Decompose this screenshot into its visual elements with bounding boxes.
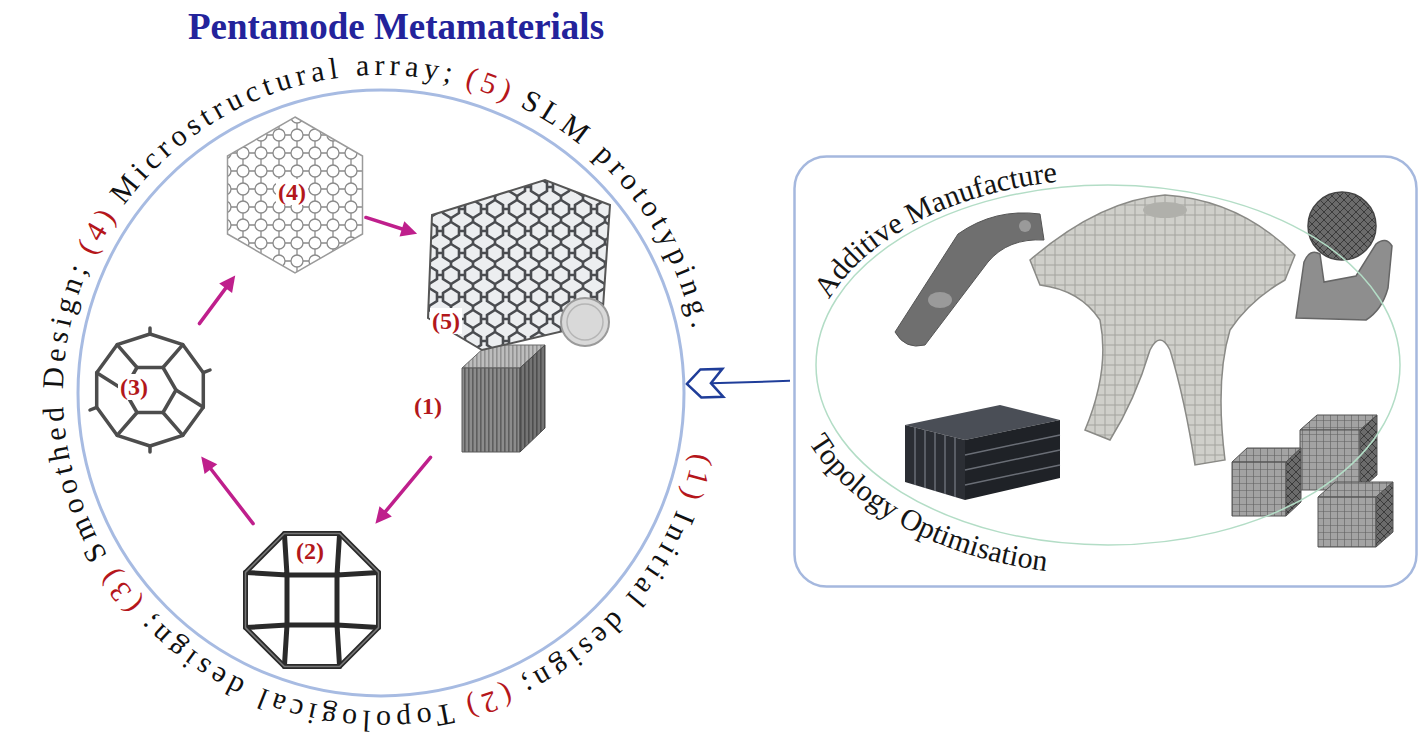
truss-body: [1030, 195, 1295, 465]
design-cycle-ring: (1)Initial design;(2)Topological design;…: [30, 42, 732, 744]
smoothed-design-cell: [90, 328, 210, 452]
cell-outer-strut: [246, 534, 379, 667]
diagram-title: Pentamode Metamaterials: [96, 6, 696, 49]
cell-link-strut: [246, 534, 379, 667]
arrow-head: [201, 456, 217, 474]
array-cells: [227, 117, 363, 273]
design-stage: (5): [420, 178, 612, 352]
coin-rim: [567, 304, 603, 340]
smooth-link-strut: [90, 328, 210, 452]
flow-arrow: [366, 217, 417, 236]
arrow-line: [384, 457, 430, 513]
ring-step-number: (2): [458, 678, 517, 727]
panel-caption-text: Additive Manufacture: [807, 155, 1059, 303]
cell-shading: [246, 534, 379, 667]
heat-sink: [905, 405, 1060, 500]
technology-panel: Additive ManufactureTopology Optimisatio…: [793, 155, 1418, 588]
truss-hub: [1143, 202, 1187, 218]
design-stage: (3): [86, 326, 214, 454]
cube-side: [520, 345, 545, 452]
bracket-body: [895, 213, 1044, 346]
callout-number: (2): [294, 538, 326, 564]
design-stage: (4): [227, 117, 363, 273]
chevron-head: [687, 369, 723, 398]
ring-caption-path: (1)Initial design;(2)Topological design;…: [36, 48, 720, 738]
ring-step-name: Smoothed Design;: [36, 254, 113, 568]
panel-caption: Topology Optimisation: [803, 427, 1050, 577]
panel-caption: Additive Manufacture: [807, 155, 1059, 303]
arrow-line: [210, 467, 253, 523]
coin: [561, 298, 609, 346]
link-chevron: [687, 369, 790, 398]
cycle-circle: [78, 90, 684, 696]
ring-caption: (1)Initial design;(2)Topological design;…: [36, 48, 720, 738]
ring-step-name: Initial design;: [513, 507, 702, 705]
heat-sink-fins: [915, 428, 1060, 498]
callout-number: (3): [118, 374, 150, 400]
ring-step-number: (1): [674, 451, 720, 509]
chevron-line: [711, 381, 790, 383]
cube-side: [1286, 448, 1301, 516]
ring-step-name: SLM prototyping.: [517, 83, 720, 336]
bracket-part: [895, 213, 1044, 346]
cube-front: [1318, 497, 1376, 547]
arrow-head: [219, 275, 235, 293]
topological-design-shading: [246, 534, 379, 667]
ring-step-number: (5): [462, 60, 522, 109]
arrow-line: [199, 287, 226, 324]
ring-step-name: Microstructural array;: [103, 48, 461, 209]
cube-side: [1376, 482, 1393, 547]
lattice-sphere: [1308, 192, 1376, 260]
lattice-cubes: [1232, 415, 1393, 547]
design-stage: (1): [410, 343, 548, 455]
flow-arrow: [201, 456, 253, 523]
cube-front: [1300, 430, 1360, 490]
slm-prototype: [428, 180, 610, 350]
callout-number: (1): [412, 393, 444, 419]
microstructural-array: [227, 117, 363, 273]
cell-inner-strut: [287, 575, 337, 625]
flow-arrow: [199, 275, 235, 323]
design-stage: (2): [238, 526, 386, 674]
flow-arrow: [375, 457, 430, 523]
bracket-hole: [928, 292, 952, 308]
panel-caption-text: Topology Optimisation: [803, 427, 1050, 577]
callout-number: (4): [276, 179, 308, 205]
panel-ellipse: [816, 185, 1400, 545]
ring-step-number: (3): [90, 559, 148, 620]
ring-step-number: (4): [70, 198, 125, 259]
array-outline: [228, 117, 363, 273]
panel-outline: Additive ManufactureTopology Optimisatio…: [793, 155, 1418, 588]
arrow-head: [375, 506, 391, 523]
arrow-head: [400, 221, 418, 236]
topological-design-cell: [246, 534, 379, 667]
hand-with-sphere: [1296, 192, 1392, 320]
cube-front: [1232, 462, 1286, 516]
ring-step-name: Topological design;: [129, 606, 457, 738]
printed-lattice: [428, 180, 610, 350]
initial-design-cube: [462, 345, 545, 452]
arrow-line: [366, 217, 404, 229]
bracket-hole: [1019, 220, 1031, 232]
smooth-outer-strut: [97, 334, 204, 446]
cube-front: [462, 368, 520, 452]
truss-part: [1030, 195, 1295, 465]
callout-number: (5): [430, 308, 462, 334]
